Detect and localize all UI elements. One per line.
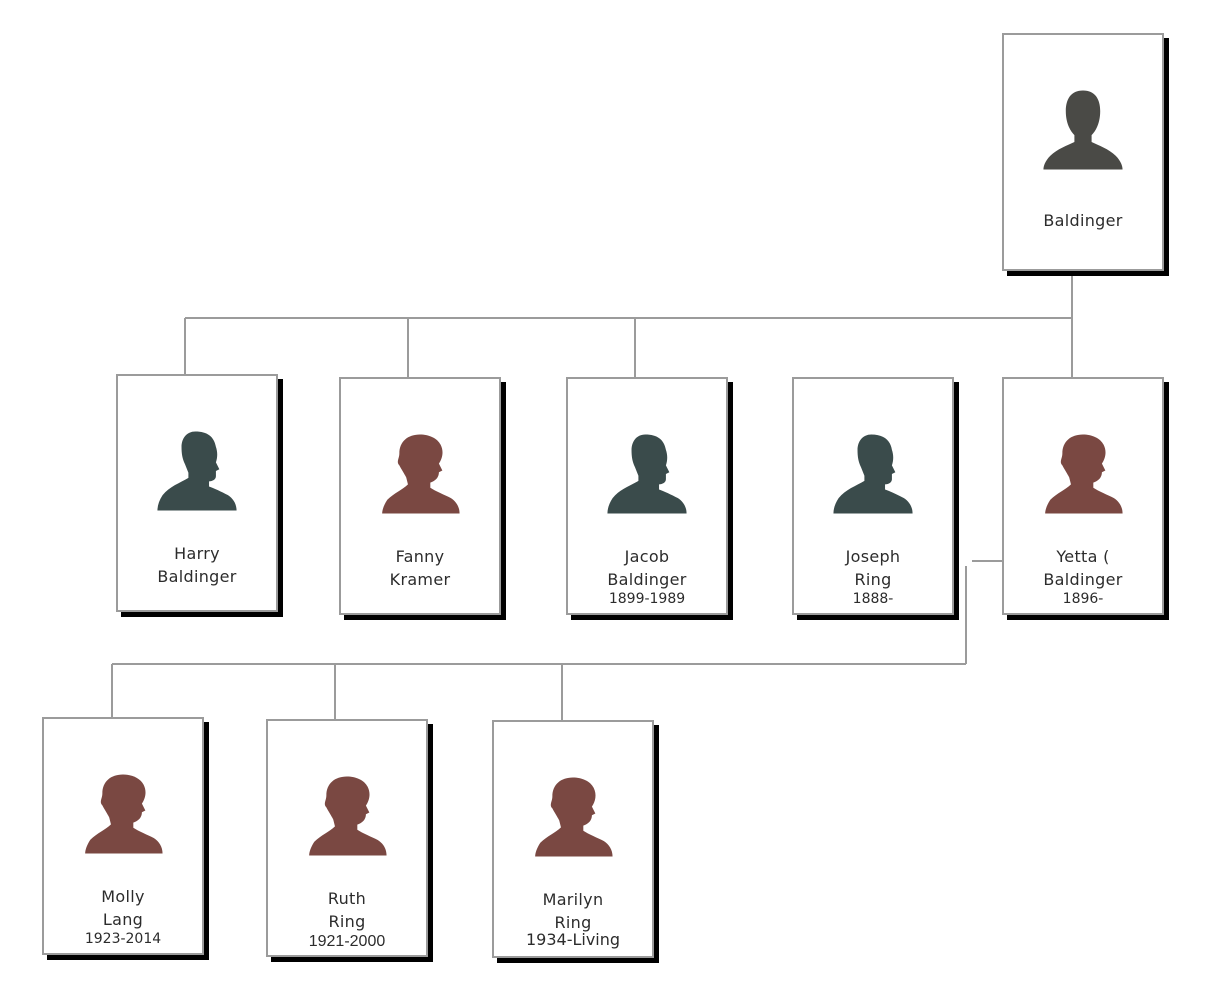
person-name: Ruth Ring <box>327 889 367 931</box>
female-silhouette-icon <box>375 431 465 517</box>
person-card-fanny-kramer[interactable]: Fanny Kramer <box>339 377 501 615</box>
person-dates: 1888- <box>852 591 894 607</box>
person-dates: 1896- <box>1062 591 1104 607</box>
person-dates: 1921-2000 <box>308 933 386 950</box>
female-silhouette-icon <box>78 771 168 857</box>
person-name: Jacob Baldinger <box>607 547 687 589</box>
person-name: Joseph Ring <box>845 547 901 589</box>
person-card-jacob-baldinger[interactable]: Jacob Baldinger 1899-1989 <box>566 377 728 615</box>
person-card-marilyn-ring[interactable]: Marilyn Ring 1934-Living <box>492 720 654 958</box>
person-card-yetta-baldinger[interactable]: Yetta ( Baldinger 1896- <box>1002 377 1164 615</box>
person-card-baldinger[interactable]: Baldinger <box>1002 33 1164 271</box>
female-silhouette-icon <box>528 774 618 860</box>
unknown-silhouette-icon <box>1038 87 1128 173</box>
person-name: Molly Lang <box>101 887 145 929</box>
person-card-joseph-ring[interactable]: Joseph Ring 1888- <box>792 377 954 615</box>
person-name: Fanny Kramer <box>389 547 451 589</box>
female-silhouette-icon <box>302 773 392 859</box>
male-silhouette-icon <box>828 431 918 517</box>
person-dates: 1923-2014 <box>84 931 162 947</box>
person-dates: 1899-1989 <box>608 591 686 607</box>
person-name: Harry Baldinger <box>157 544 237 586</box>
person-name: Marilyn Ring <box>542 890 604 932</box>
person-card-harry-baldinger[interactable]: Harry Baldinger <box>116 374 278 612</box>
female-silhouette-icon <box>1038 431 1128 517</box>
person-name: Baldinger <box>1043 211 1123 230</box>
person-card-molly-lang[interactable]: Molly Lang 1923-2014 <box>42 717 204 955</box>
male-silhouette-icon <box>152 428 242 514</box>
person-card-ruth-ring[interactable]: Ruth Ring 1921-2000 <box>266 719 428 957</box>
person-dates: 1934-Living <box>525 930 621 949</box>
person-name: Yetta ( Baldinger <box>1043 547 1123 589</box>
male-silhouette-icon <box>602 431 692 517</box>
